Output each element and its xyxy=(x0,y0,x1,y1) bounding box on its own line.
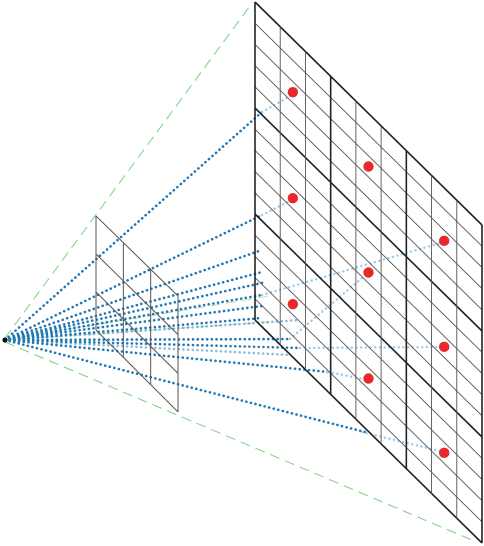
far-grid-row-line xyxy=(254,256,483,480)
far-grid-row-line xyxy=(254,277,483,501)
projection-ray xyxy=(3,304,264,342)
eye-point xyxy=(2,337,8,343)
sample-point xyxy=(438,235,450,247)
far-grid-row-line xyxy=(254,22,483,247)
sample-point xyxy=(287,86,299,98)
sample-point xyxy=(287,298,299,310)
projection-ray-continuation xyxy=(288,271,370,341)
eye-dot xyxy=(2,337,8,343)
projection-ray xyxy=(3,337,292,342)
far-grid-row-line xyxy=(254,150,483,374)
frustum-line xyxy=(4,295,271,341)
far-grid-row-line xyxy=(254,65,483,289)
near-grid-row-line xyxy=(95,215,179,297)
sample-point xyxy=(363,373,374,384)
projection-ray xyxy=(3,213,264,342)
projection-ray xyxy=(3,338,302,350)
projection-ray xyxy=(3,110,264,342)
near-grid-row-line xyxy=(95,253,179,336)
sample-point xyxy=(438,341,450,353)
projection-ray-continuation xyxy=(360,430,446,454)
projection-ray-continuation xyxy=(298,345,444,350)
projection-ray xyxy=(3,338,292,357)
projection-ray xyxy=(3,248,264,342)
projection-ray-continuation xyxy=(260,93,294,114)
projection-ray-continuation xyxy=(260,198,294,217)
projection-ray xyxy=(3,338,367,434)
near-grid-row-line xyxy=(95,291,179,374)
frustum-line xyxy=(4,341,473,541)
far-grid-row-line xyxy=(254,298,483,523)
sample-point xyxy=(438,447,450,459)
far-grid-row-line xyxy=(254,319,483,544)
far-grid-row-line xyxy=(254,213,483,438)
sample-point xyxy=(287,192,299,204)
projection-ray xyxy=(3,281,264,342)
projection-ray-continuation xyxy=(326,370,370,382)
sample-point xyxy=(363,161,374,172)
far-grid-row-line xyxy=(254,171,483,395)
projection-ray xyxy=(3,270,264,342)
far-grid xyxy=(254,1,483,544)
far-grid-row-line xyxy=(254,107,483,332)
far-grid-row-line xyxy=(254,234,483,459)
frustum-line xyxy=(4,5,251,339)
far-grid-row-line xyxy=(254,44,483,268)
far-grid-row-line xyxy=(254,1,483,226)
far-grid-row-line xyxy=(254,192,483,417)
sample-point xyxy=(363,267,374,278)
near-grid xyxy=(95,215,179,413)
far-grid-row-line xyxy=(254,86,483,311)
sample-points xyxy=(287,86,450,459)
far-grid-row-line xyxy=(254,128,483,353)
near-grid-row-line xyxy=(95,329,179,413)
projection-ray xyxy=(3,293,264,342)
